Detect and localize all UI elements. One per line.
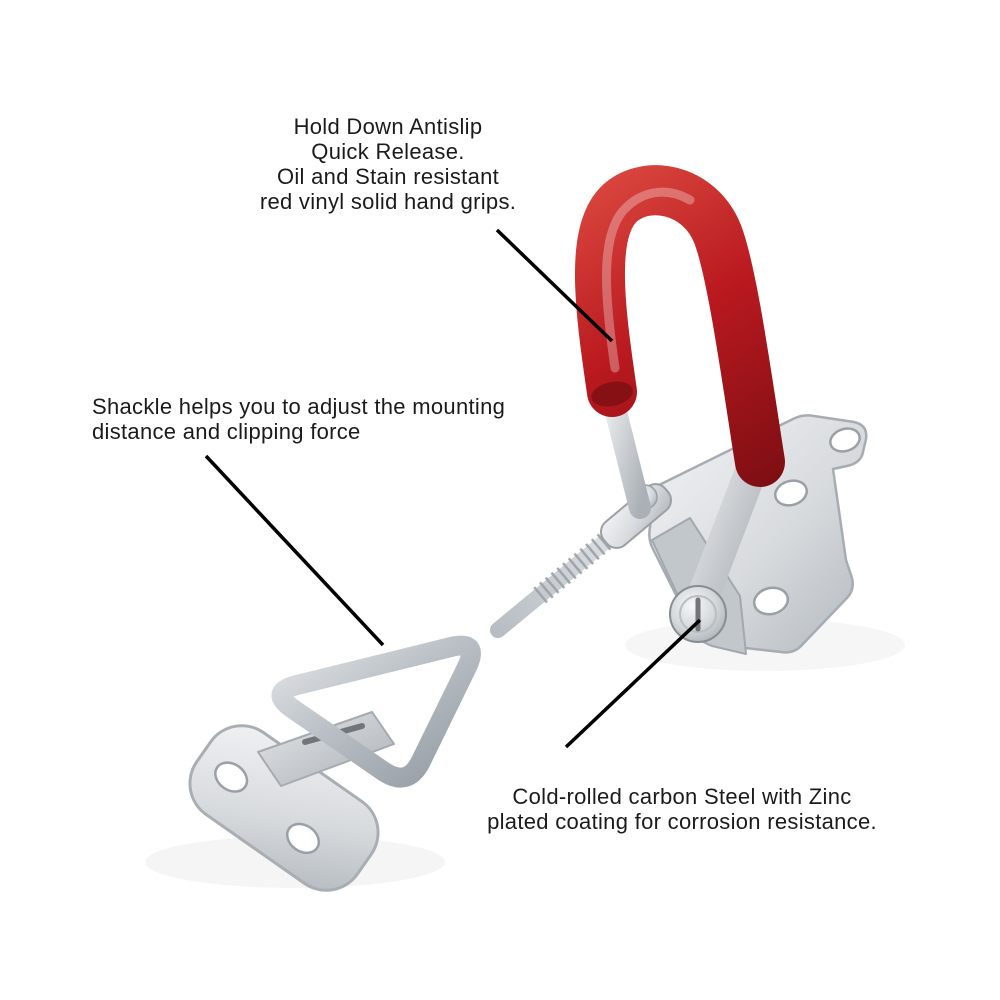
leader-line-shackle [204,454,385,647]
leader-line-grip [495,228,614,343]
base-plate-hole-right [285,822,321,855]
shackle-wire [271,635,481,788]
annotation-shackle-line-1: Shackle helps you to adjust the mounting [92,394,506,419]
bracket-hole-tab [829,427,861,453]
annotation-shackle-line-2: distance and clipping force [92,419,361,444]
annotation-grip-line-2: Quick Release. [311,139,465,164]
grip-end-cap [591,381,633,407]
base-plate [188,724,380,892]
annotation-grip: Hold Down Antislip Quick Release. Oil an… [228,114,548,214]
pivot-rivet [669,585,727,643]
annotation-grip-line-1: Hold Down Antislip [293,114,483,139]
bracket-hole-lower [752,586,790,616]
leader-line-material [564,618,702,749]
annotation-material: Cold-rolled carbon Steel with Zinc plate… [452,784,912,834]
bracket-hole-upper [774,479,808,507]
red-grip [574,165,785,487]
annotation-material-line-1: Cold-rolled carbon Steel with Zinc [512,784,852,809]
annotation-material-line-2: plated coating for corrosion resistance. [487,809,877,834]
annotation-grip-line-4: red vinyl solid hand grips. [259,189,517,214]
grip-highlight [602,187,695,373]
base-plate-hole-left [214,761,249,793]
annotation-shackle: Shackle helps you to adjust the mounting… [92,394,562,444]
annotation-grip-line-3: Oil and Stain resistant [276,164,500,189]
lever-arm-left [602,389,651,519]
